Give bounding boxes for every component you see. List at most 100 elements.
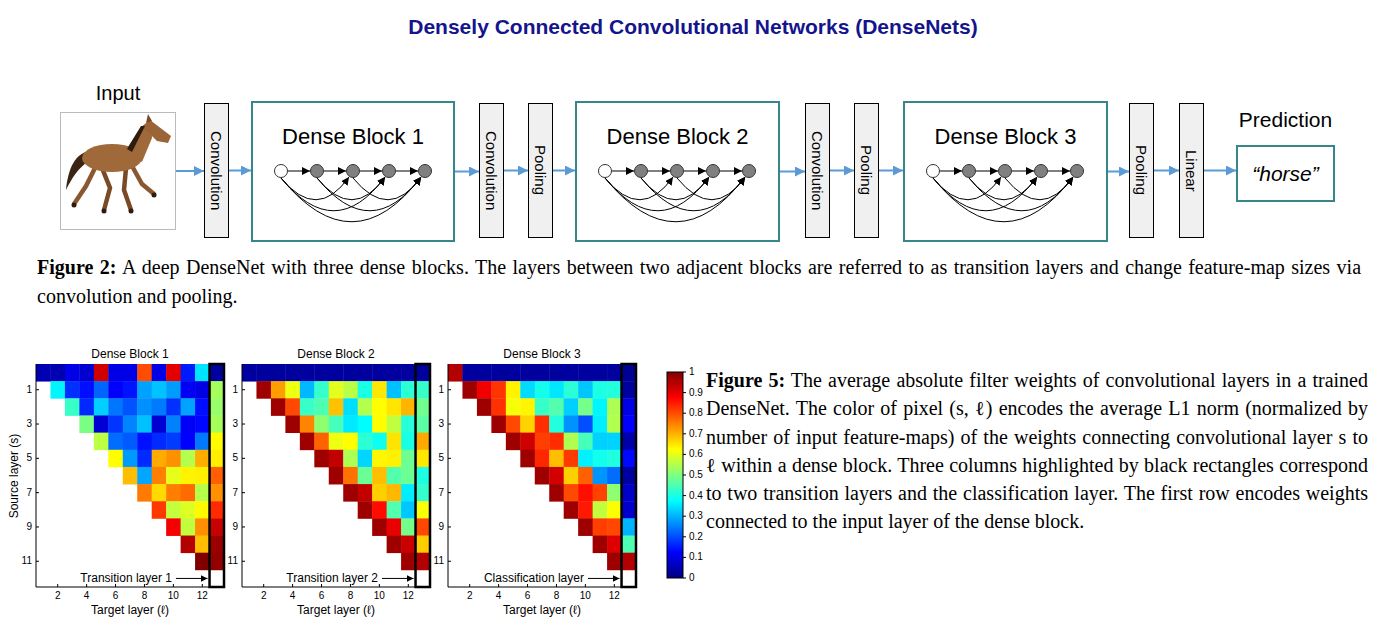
heatmap-cell bbox=[329, 381, 344, 399]
heatmap-cell bbox=[329, 467, 344, 485]
heatmap-cell bbox=[607, 415, 622, 433]
heatmap-cell bbox=[314, 398, 329, 416]
axis-tick bbox=[86, 584, 87, 587]
axis-tick bbox=[144, 584, 145, 587]
leader-arrow bbox=[588, 578, 620, 579]
dense-connection bbox=[281, 177, 421, 222]
heatmap-cell bbox=[401, 433, 416, 451]
heatmap-cell bbox=[210, 415, 225, 433]
heatmap-cell bbox=[195, 484, 210, 502]
layer-box: Convolution bbox=[805, 103, 830, 238]
heatmap-cell bbox=[506, 364, 521, 382]
heatmap-cell bbox=[607, 450, 622, 468]
heatmap-cell bbox=[520, 433, 535, 451]
layer-dot bbox=[311, 165, 324, 178]
tick-label: 5 bbox=[232, 453, 238, 463]
leader-arrow bbox=[382, 578, 414, 579]
axis-tick bbox=[242, 492, 245, 493]
dense-connection bbox=[1005, 177, 1073, 200]
heatmap-cell bbox=[564, 450, 579, 468]
tick-label: 4 bbox=[496, 591, 502, 601]
heatmap-cell bbox=[622, 364, 637, 382]
heatmap-cell bbox=[152, 364, 167, 382]
heatmap-cell bbox=[166, 501, 181, 519]
heatmap-cell bbox=[285, 364, 300, 382]
axis-tick bbox=[36, 458, 39, 459]
heatmap-cell bbox=[94, 364, 109, 382]
colorbar-tick bbox=[683, 392, 686, 393]
heatmap-cell bbox=[593, 364, 608, 382]
axis-tick bbox=[263, 584, 264, 587]
heatmap-cell bbox=[123, 450, 138, 468]
heatmap-cell bbox=[387, 484, 402, 502]
colorbar-label: 0.8 bbox=[689, 408, 703, 418]
heatmap-cell bbox=[123, 381, 138, 399]
flow-arrow bbox=[830, 170, 854, 172]
heatmap-cell bbox=[593, 433, 608, 451]
dense-connection bbox=[677, 177, 745, 200]
node-heading: Input bbox=[96, 82, 140, 104]
heatmap-cell bbox=[271, 364, 286, 382]
annotation-label: Transition layer 1 bbox=[80, 572, 172, 584]
colorbar-tick bbox=[683, 413, 686, 414]
colorbar-label: 0.1 bbox=[689, 552, 703, 562]
axis-tick bbox=[173, 584, 174, 587]
flow-arrow bbox=[879, 170, 903, 172]
heatmap-cell bbox=[372, 398, 387, 416]
heatmap-cell bbox=[195, 501, 210, 519]
heatmap-cell bbox=[94, 415, 109, 433]
heatmap-cell bbox=[372, 433, 387, 451]
heatmap-cell bbox=[387, 433, 402, 451]
tick-label: 12 bbox=[609, 591, 620, 601]
heatmap-cell bbox=[195, 450, 210, 468]
annotation-label: Classification layer bbox=[484, 572, 584, 584]
heatmap-cell bbox=[462, 381, 477, 399]
colorbar-tick bbox=[683, 536, 686, 537]
heatmap-cell bbox=[65, 398, 80, 416]
heatmap-cell bbox=[506, 433, 521, 451]
axis-tick bbox=[448, 561, 451, 562]
heatmap-cell bbox=[622, 398, 637, 416]
heatmap-cell bbox=[401, 501, 416, 519]
block-title: Dense Block 1 bbox=[253, 125, 453, 149]
tick-label: 9 bbox=[438, 522, 444, 532]
horse-ear bbox=[146, 114, 152, 123]
tick-label: 7 bbox=[232, 488, 238, 498]
heatmap-cell bbox=[622, 433, 637, 451]
heatmap-cell bbox=[50, 364, 65, 382]
heatmap-cell bbox=[416, 450, 431, 468]
heatmap-cell bbox=[535, 433, 550, 451]
heatmap-cell bbox=[343, 467, 358, 485]
heatmap-cell bbox=[535, 364, 550, 382]
heatmap-cell bbox=[372, 364, 387, 382]
axis-title: Target layer (ℓ) bbox=[503, 604, 581, 616]
heatmap-cell bbox=[314, 433, 329, 451]
dense-connection bbox=[648, 171, 670, 172]
axis-tick bbox=[527, 584, 528, 587]
colorbar-label: 0.3 bbox=[689, 511, 703, 521]
heatmap-cell bbox=[195, 536, 210, 554]
heatmap-cell bbox=[622, 518, 637, 536]
heatmap-cell bbox=[578, 450, 593, 468]
heatmap-cell bbox=[343, 398, 358, 416]
horse-illustration bbox=[66, 114, 171, 214]
heatmap-cell bbox=[79, 364, 94, 382]
heatmap-cell bbox=[300, 415, 315, 433]
layer-dot bbox=[419, 165, 432, 178]
tick-label: 6 bbox=[113, 591, 119, 601]
tick-label: 8 bbox=[142, 591, 148, 601]
heatmap-cell bbox=[65, 364, 80, 382]
heatmap-cell bbox=[123, 398, 138, 416]
axis-tick bbox=[469, 584, 470, 587]
heatmap-cell bbox=[137, 484, 152, 502]
plot-axes bbox=[448, 364, 636, 587]
heatmap-cell bbox=[358, 433, 373, 451]
tick-label: 11 bbox=[22, 556, 32, 566]
tick-label: 7 bbox=[26, 488, 32, 498]
colorbar-label: 1 bbox=[689, 367, 695, 377]
dense-connection bbox=[317, 177, 421, 211]
heatmap-cell bbox=[564, 364, 579, 382]
dense-connection bbox=[324, 171, 346, 172]
dense-connection bbox=[353, 177, 421, 200]
